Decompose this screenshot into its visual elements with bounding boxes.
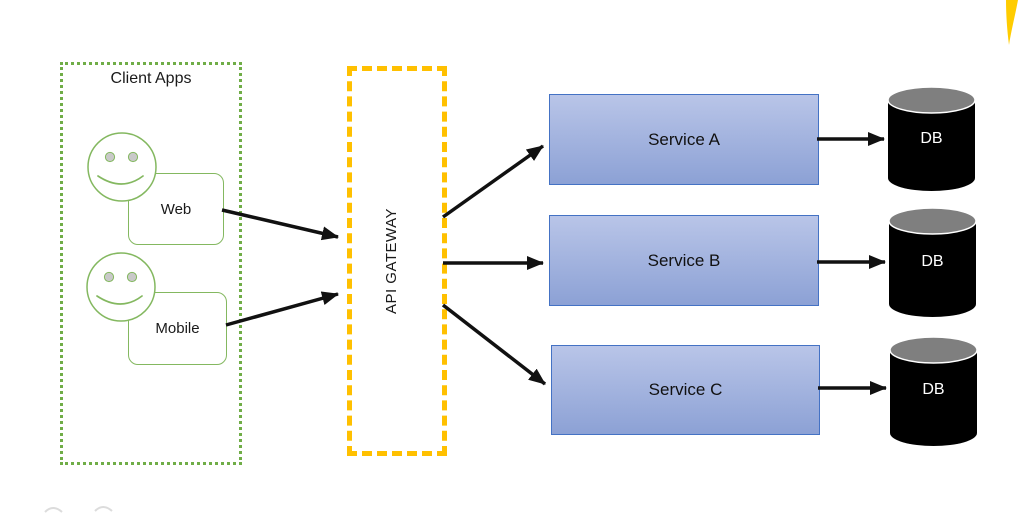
service-a-label: Service A	[648, 129, 720, 149]
web-client-node: Web	[128, 173, 224, 245]
client-apps-group-box	[60, 62, 242, 465]
database-a-label: DB	[920, 130, 943, 147]
service-b-node: Service B	[549, 215, 819, 306]
database-b-label: DB	[921, 253, 944, 270]
corner-accent-shape	[1006, 0, 1018, 45]
mobile-client-label: Mobile	[155, 320, 200, 337]
mobile-client-node: Mobile	[128, 292, 227, 365]
client-apps-title: Client Apps	[110, 70, 192, 87]
service-a-node: Service A	[549, 94, 819, 185]
cropped-shape-arcs	[44, 506, 113, 513]
arrow-gateway-to-service-a	[441, 144, 545, 219]
service-c-node: Service C	[551, 345, 820, 435]
arrow-gateway-to-service-c	[441, 303, 547, 386]
service-b-label: Service B	[647, 250, 721, 270]
service-c-label: Service C	[648, 380, 723, 399]
arrow-mobile-to-gateway	[225, 291, 339, 327]
api-gateway-box	[347, 66, 447, 456]
web-client-label: Web	[160, 200, 192, 218]
database-c-label: DB	[922, 381, 945, 398]
api-gateway-label: API GATEWAY	[383, 207, 400, 315]
